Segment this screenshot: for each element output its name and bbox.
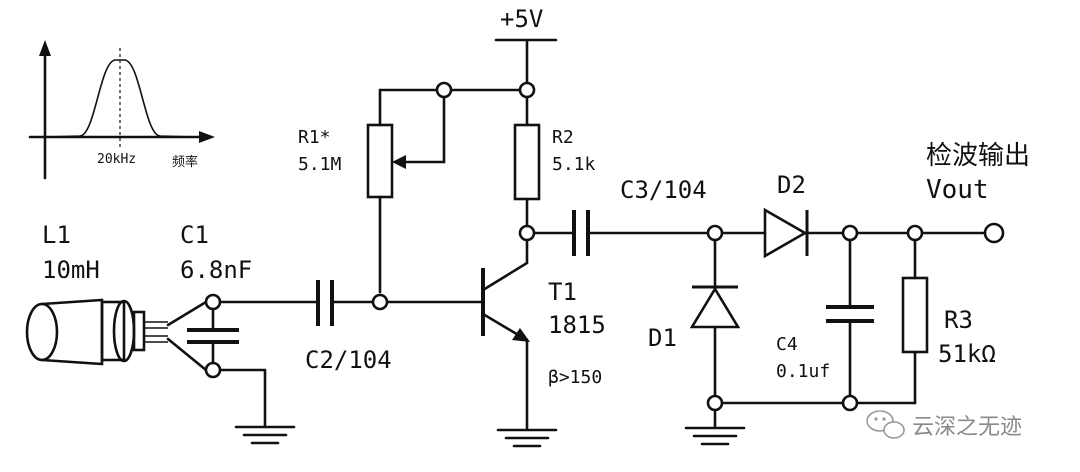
c2-capacitor: C2/104 (218, 280, 392, 374)
node-r3-top (906, 224, 924, 242)
d1-name: D1 (648, 324, 677, 352)
d2-diode: D2 (720, 171, 859, 259)
r3-name: R3 (944, 306, 973, 334)
supply-label: +5V (500, 5, 543, 33)
d1-diode: D1 (648, 238, 741, 429)
inset-freq-label: 20kHz (97, 152, 136, 167)
node-vcc (518, 81, 536, 99)
r1-name: R1* (298, 127, 331, 148)
frequency-response-inset: 20kHz 频率 (28, 40, 215, 180)
r1-body (366, 123, 394, 199)
supply-rail: +5V (378, 5, 558, 99)
ground-symbol-1 (234, 425, 296, 445)
c1-name: C1 (180, 221, 209, 249)
watermark-text: 云深之无迹 (912, 415, 1022, 440)
inset-x-arrow (199, 131, 215, 143)
r3-value: 51kΩ (938, 340, 996, 368)
node-c4-bottom (841, 394, 859, 412)
node-c4-top (841, 224, 859, 242)
ground-symbol-2 (496, 428, 558, 448)
c3-capacitor: C3/104 (532, 176, 724, 256)
node-r1-top (435, 81, 453, 99)
c4-name: C4 (776, 334, 798, 355)
t1-name: T1 (548, 278, 577, 306)
t1-emitter-arrow (512, 328, 530, 342)
l1-inductor: L1 10mH (25, 221, 208, 372)
l1-name: L1 (42, 221, 71, 249)
r2-value: 5.1k (552, 154, 596, 175)
node-d1-top (706, 224, 724, 242)
t1-value: 1815 (548, 311, 606, 339)
node-base (371, 293, 389, 311)
ground-symbol-3 (684, 426, 746, 446)
watermark: 云深之无迹 (866, 410, 1022, 440)
node-collector (518, 224, 536, 242)
c4-capacitor: C4 0.1uf (720, 238, 874, 412)
output-terminal: 检波输出 Vout (920, 141, 1030, 244)
c4-value: 0.1uf (776, 361, 830, 382)
c1-capacitor: C1 6.8nF (180, 221, 267, 427)
t1-beta: β>150 (548, 367, 602, 388)
r3-body (901, 276, 929, 354)
vout-terminal (983, 222, 1005, 244)
inset-y-arrow (39, 40, 51, 56)
output-label: Vout (926, 175, 989, 205)
t1-transistor: T1 1815 β>150 (386, 238, 606, 430)
r1-wiper-arrow (392, 155, 406, 169)
c1-value: 6.8nF (180, 256, 252, 284)
r1-potentiometer: R1* 5.1M (298, 88, 446, 294)
node-c1-bottom (204, 361, 222, 379)
inset-axis-label: 频率 (172, 154, 198, 170)
r3-resistor: R3 51kΩ (855, 224, 996, 405)
d2-name: D2 (777, 171, 806, 199)
r2-body (513, 123, 541, 201)
c2-name: C2/104 (305, 346, 392, 374)
r2-name: R2 (552, 127, 574, 148)
node-c1-top (204, 293, 222, 311)
l1-value: 10mH (42, 256, 100, 284)
output-title: 检波输出 (926, 141, 1030, 171)
r2-resistor: R2 5.1k (513, 95, 596, 242)
node-d1-bottom (706, 394, 724, 412)
wechat-icon (866, 410, 905, 439)
c3-name: C3/104 (620, 176, 707, 204)
r1-value: 5.1M (298, 154, 342, 175)
